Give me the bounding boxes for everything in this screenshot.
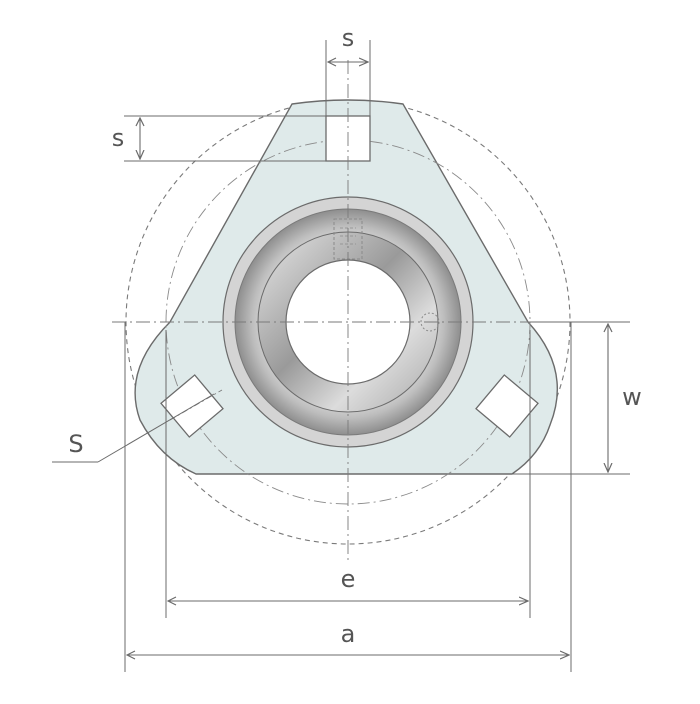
lubrication-hole xyxy=(420,312,440,332)
dim-w-label: w xyxy=(622,383,642,411)
dim-e-label: e xyxy=(341,565,356,593)
dim-s-top-label: s xyxy=(342,24,355,52)
dim-s-left-label: s xyxy=(112,124,125,152)
slot-left xyxy=(160,374,224,438)
dim-a-label: a xyxy=(341,620,356,648)
dim-S-label: S xyxy=(68,430,83,458)
slot-right xyxy=(475,374,539,438)
dim-S-leader-diag xyxy=(97,393,215,463)
